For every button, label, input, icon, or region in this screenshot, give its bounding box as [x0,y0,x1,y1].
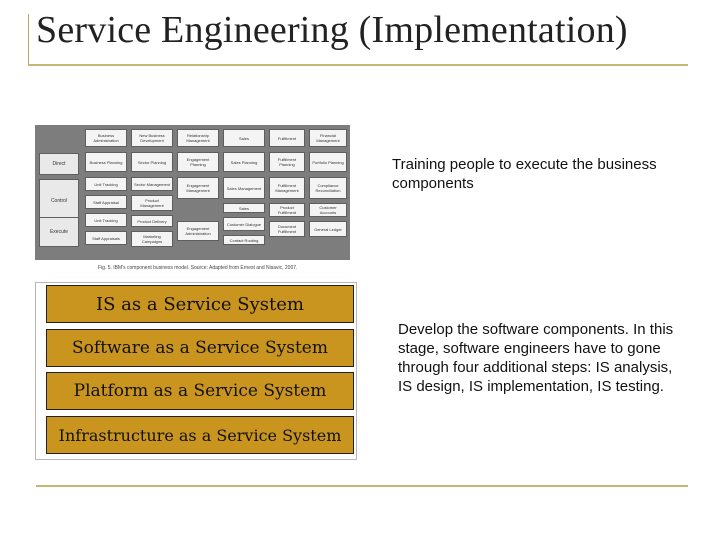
row-head-control: Control [39,179,79,223]
figure-cell: Fulfillment Planning [269,152,305,172]
business-component-model-figure: Direct Control Execute Business Administ… [35,125,350,260]
figure-cell: Fulfillment Management [269,177,305,199]
row-head-direct: Direct [39,153,79,175]
figure-cell: Staff Appraisals [85,231,127,245]
figure-cell: Customer Dialogue [223,217,265,231]
figure-cell: Customer Accounts [309,203,347,217]
figure-cell: Sector Planning [131,152,173,172]
figure-caption: Fig. 5. IBM's component business model. … [98,265,298,271]
figure-cell: Financial Management [309,129,347,147]
title-underline [28,64,688,66]
figure-cell: General Ledger [309,221,347,237]
figure-cell: Engagement Administration [177,221,219,241]
footer-line [36,485,688,487]
figure-cell: Compliance Reconciliation [309,177,347,199]
figure-cell: Sector Management [131,177,173,191]
figure-cell: Contact Routing [223,235,265,245]
figure-cell: Document Fulfillment [269,221,305,237]
service-stack-diagram: IS as a Service System Software as a Ser… [35,282,357,460]
figure-cell: New Business Development [131,129,173,147]
figure-cell: Engagement Planning [177,152,219,172]
figure-cell: Product Management [131,195,173,211]
layer-platform-as-a-service: Platform as a Service System [46,372,354,410]
figure-cell: Unit Tracking [85,177,127,191]
development-note: Develop the software components. In this… [398,321,674,395]
figure-cell: Staff Appraisal [85,195,127,209]
figure-cell: Sales Planning [223,152,265,172]
figure-cell: Business Planning [85,152,127,172]
layer-is-as-a-service: IS as a Service System [46,285,354,323]
figure-cell: Product Delivery [131,215,173,227]
figure-cell: Product Fulfillment [269,203,305,217]
title-accent-vertical-line [28,14,29,66]
figure-cell: Unit Tracking [85,213,127,227]
figure-cell: Marketing Campaigns [131,231,173,247]
slide-title: Service Engineering (Implementation) [36,9,628,51]
figure-cell: Sales [223,203,265,213]
figure-cell: Sales Management [223,177,265,199]
figure-cell: Engagement Management [177,177,219,199]
layer-software-as-a-service: Software as a Service System [46,329,354,367]
layer-infrastructure-as-a-service: Infrastructure as a Service System [46,416,354,454]
figure-cell: Business Administration [85,129,127,147]
figure-cell: Portfolio Planning [309,152,347,172]
row-head-execute: Execute [39,217,79,247]
figure-cell: Sales [223,129,265,147]
figure-cell: Relationship Management [177,129,219,147]
training-note: Training people to execute the business … [392,156,657,192]
figure-cell: Fulfillment [269,129,305,147]
